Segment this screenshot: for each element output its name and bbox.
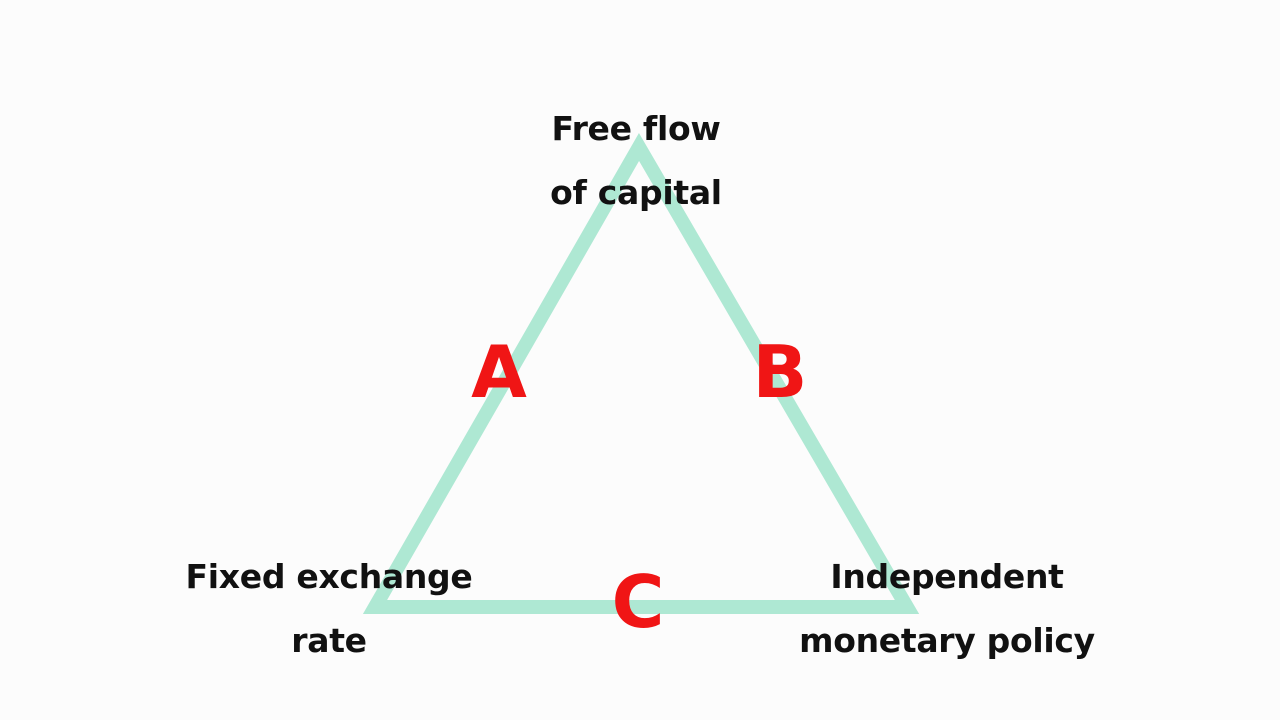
vertex-top-line1: Free flow (551, 109, 721, 148)
edge-right-letter: B (752, 330, 808, 414)
vertex-top-line2: of capital (550, 173, 722, 213)
vertex-bottom-left-line2: rate (291, 621, 367, 661)
vertex-bottom-right-label: Independent monetary policy (782, 545, 1112, 674)
vertex-bottom-right-line2: monetary policy (799, 621, 1095, 661)
edge-left-letter: A (471, 330, 527, 414)
vertex-bottom-left-label: Fixed exchange rate (170, 545, 488, 674)
edge-bottom-letter: C (611, 560, 665, 644)
triangle-outline (362, 133, 920, 614)
vertex-bottom-right-line1: Independent (830, 557, 1064, 596)
vertex-top-label: Free flow of capital (520, 97, 752, 226)
vertex-bottom-left-line1: Fixed exchange (185, 557, 473, 596)
